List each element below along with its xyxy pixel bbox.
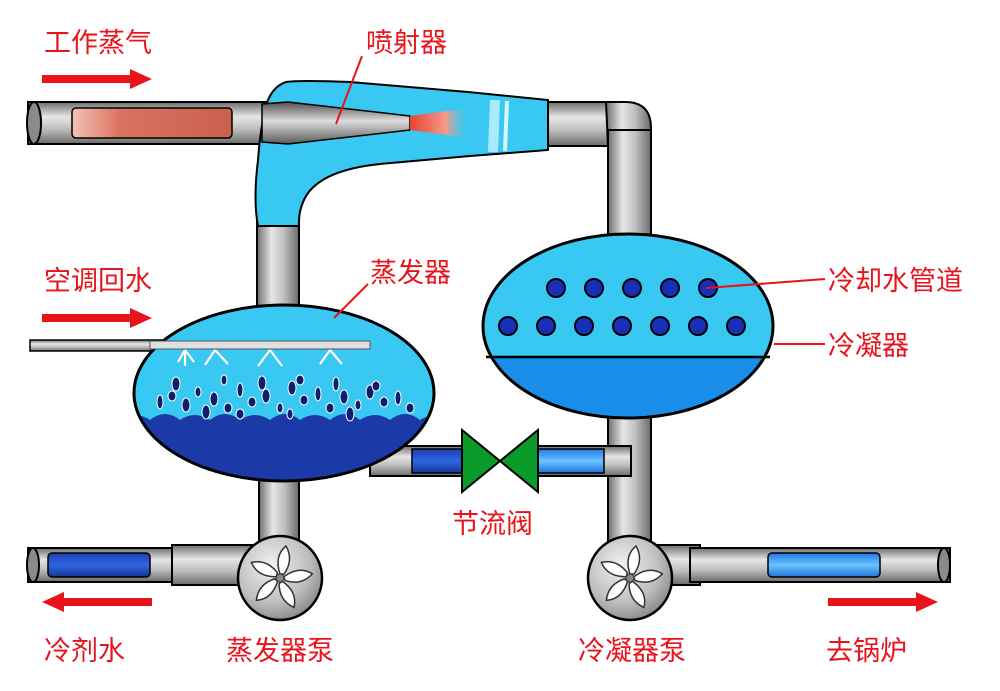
condenser-pump-impeller-icon (600, 544, 664, 609)
labels: 工作蒸气 喷射器 空调回水 蒸发器 冷却水管道 冷凝器 节流阀 冷剂水 蒸发器泵… (44, 28, 963, 667)
ejector-highlight-2 (503, 101, 509, 151)
label-refrigerant-water: 冷剂水 (44, 636, 125, 667)
boiler-water-fluid (767, 552, 881, 578)
condenser (481, 232, 775, 420)
evaporator-leader (333, 283, 369, 319)
valve-left-triangle (461, 427, 502, 495)
label-ejector: 喷射器 (366, 28, 447, 59)
label-cooling-pipe: 冷却水管道 (828, 266, 963, 297)
condenser-pump (586, 534, 674, 622)
cooling-tube (660, 278, 680, 298)
vapor-bubble (171, 376, 181, 392)
vapor-bubble (220, 374, 228, 386)
spray-jets (177, 349, 343, 367)
label-evaporator-pump: 蒸发器泵 (226, 636, 334, 667)
label-ac-return: 空调回水 (44, 266, 152, 297)
cooling-tube (650, 316, 670, 336)
cooling-pipe-leader (705, 278, 826, 289)
condenser-outline (481, 232, 775, 420)
discharge-pipe (539, 101, 609, 147)
label-condenser: 冷凝器 (828, 331, 909, 362)
vapor-bubble (156, 394, 164, 410)
refrigerant-out-arrow-icon (42, 592, 152, 612)
vapor-bubble (371, 380, 381, 392)
vapor-bubble (209, 391, 219, 407)
vapor-bubble (235, 408, 245, 420)
vapor-bubble (167, 390, 177, 402)
leader-lines (333, 55, 826, 345)
throttle-valve (461, 427, 539, 495)
label-throttle-valve: 节流阀 (452, 509, 533, 540)
cooling-tube (622, 278, 642, 298)
label-working-steam: 工作蒸气 (44, 28, 152, 59)
vapor-bubble (201, 404, 211, 420)
vapor-bubble (181, 397, 191, 413)
vapor-bubble (299, 394, 309, 406)
evaporator (132, 303, 436, 483)
vapor-bubble (286, 408, 294, 420)
ejector-leader (335, 55, 363, 125)
cooling-tube (726, 316, 746, 336)
vapor-bubble (394, 390, 402, 406)
cooling-tube (498, 316, 518, 336)
cooling-tube (688, 316, 708, 336)
return-fluid-left (411, 448, 465, 474)
label-evaporator: 蒸发器 (370, 258, 451, 289)
vapor-bubble (325, 402, 335, 414)
evaporator-pump-impeller-icon (250, 544, 314, 609)
steam-inlet-pipe-end (26, 101, 42, 145)
ac-return-arrow-icon (42, 308, 152, 328)
evaporator-pump (236, 534, 324, 622)
cooling-tube (546, 278, 566, 298)
spray-header (149, 340, 371, 350)
vapor-bubble (332, 376, 340, 392)
refrigerant-fluid (47, 552, 151, 578)
ejector-highlight (488, 100, 500, 152)
cooling-tube (574, 316, 594, 336)
refrigerant-pipe-end (26, 547, 40, 583)
boiler-feed-pipe-end (937, 547, 951, 583)
vapor-bubble (405, 402, 415, 414)
flow-arrows (42, 69, 938, 612)
return-fluid-right (535, 448, 605, 474)
steam-in-arrow-icon (42, 69, 152, 89)
evaporator-bubbles (156, 374, 415, 422)
vapor-bubble (236, 382, 244, 398)
ejector (254, 80, 549, 227)
vapor-bubble (354, 399, 362, 411)
cooling-water-tubes (498, 278, 746, 336)
pipe-fluids (47, 107, 881, 578)
ejector-spray (410, 108, 470, 138)
boiler-out-arrow-icon (828, 592, 938, 612)
working-steam-fluid (71, 107, 233, 139)
vapor-bubble (379, 396, 389, 408)
vapor-bubble (261, 388, 271, 404)
vapor-bubble (287, 380, 297, 396)
label-condenser-pump: 冷凝器泵 (578, 636, 686, 667)
valve-right-triangle (498, 427, 539, 495)
vapor-bubble (295, 374, 305, 386)
vapor-bubble (194, 386, 202, 398)
label-to-boiler: 去锅炉 (826, 636, 907, 667)
vapor-bubble (314, 386, 322, 402)
vapor-bubble (257, 375, 267, 391)
vapor-bubble (345, 406, 355, 422)
cooling-tube (612, 316, 632, 336)
vapor-bubble (247, 396, 257, 408)
vapor-bubble (339, 389, 349, 405)
vapor-bubble (223, 402, 233, 414)
vapor-bubble (276, 402, 284, 414)
cooling-tube (584, 278, 604, 298)
evaporator-outline (132, 303, 436, 483)
cooling-tube (536, 316, 556, 336)
